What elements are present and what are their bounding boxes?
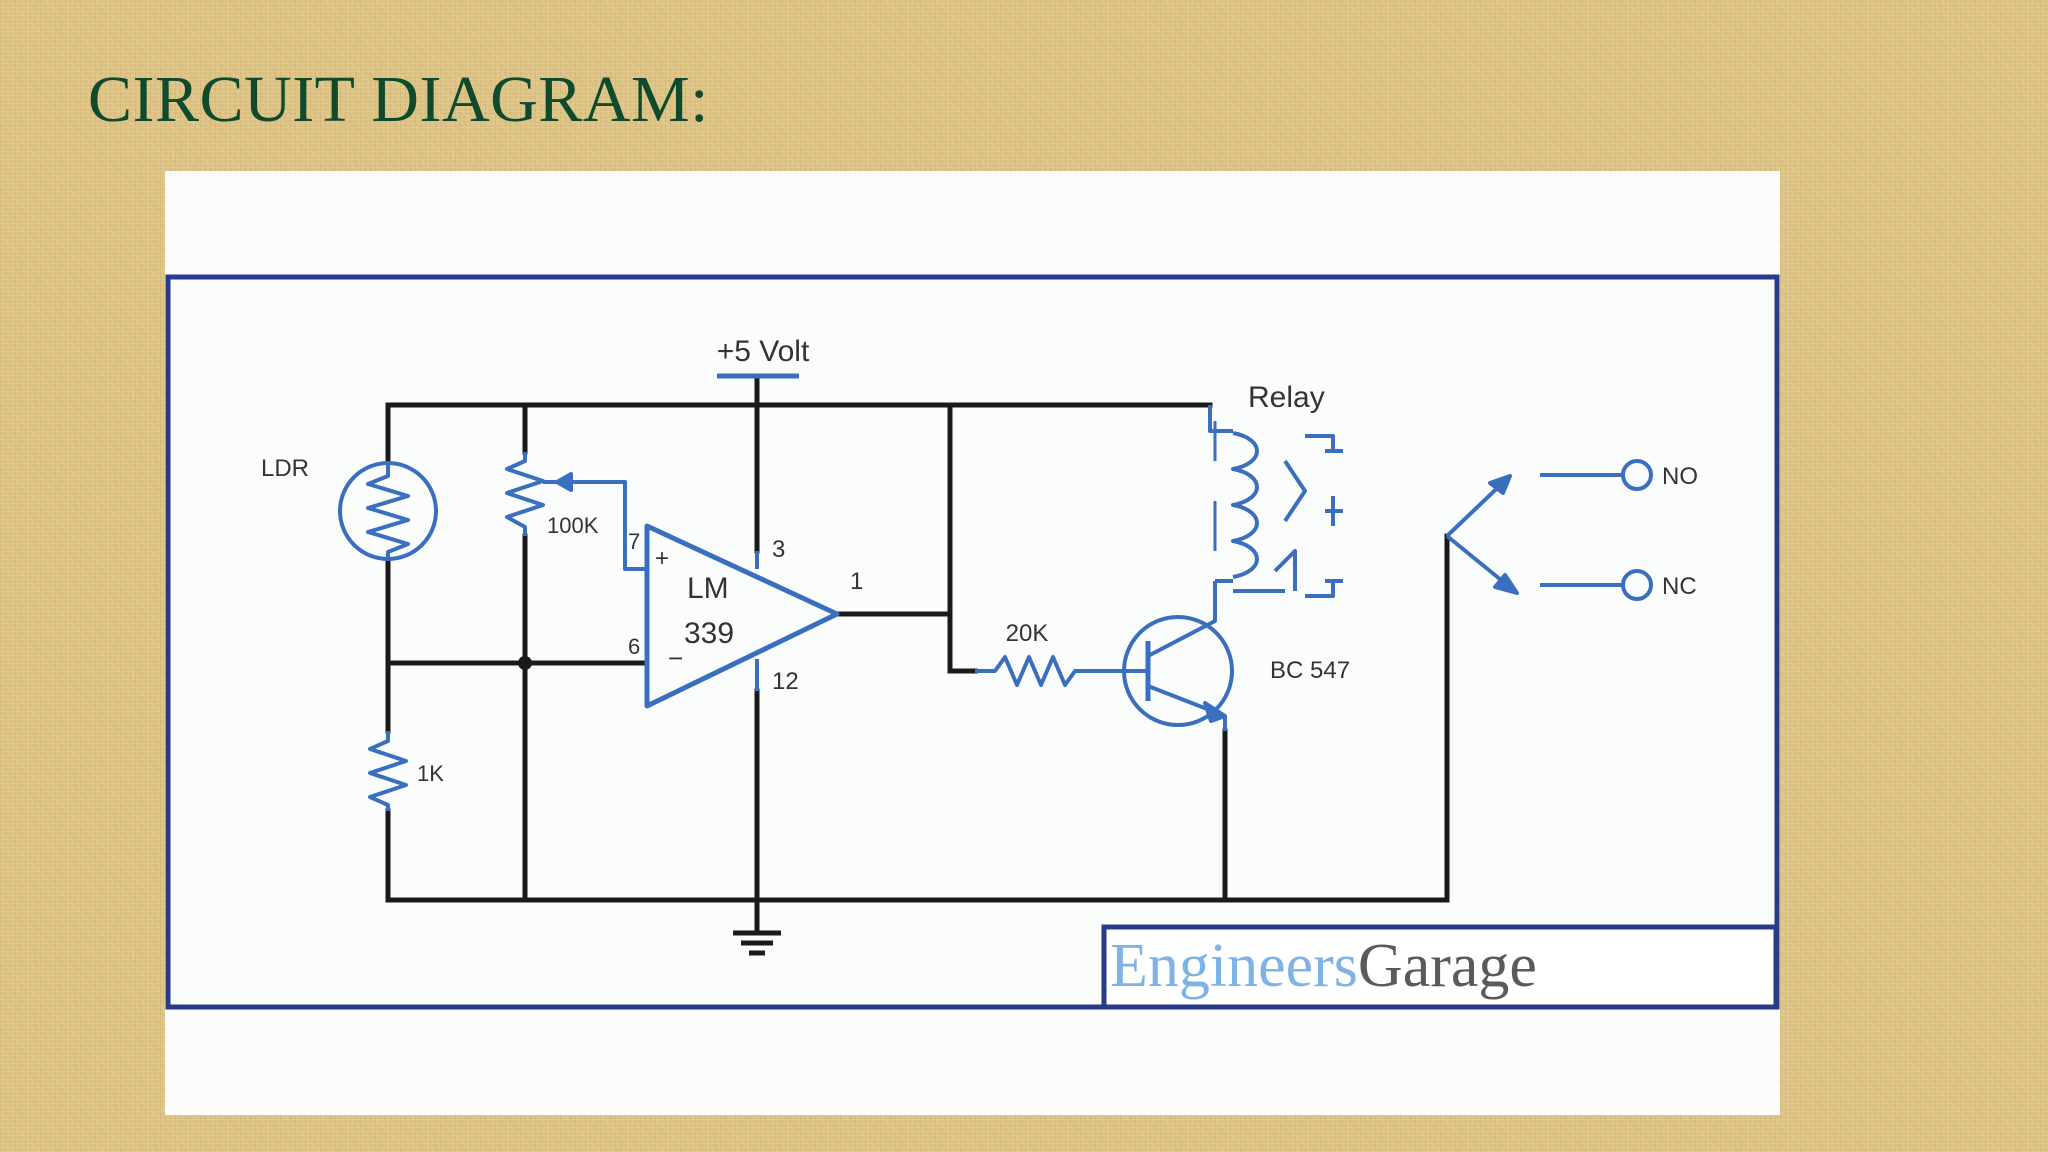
ground-symbol bbox=[733, 930, 781, 956]
ldr-label: LDR bbox=[261, 455, 309, 482]
noninverting-input-label: + bbox=[655, 545, 669, 572]
opamp-triangle bbox=[644, 523, 840, 709]
relay-contact-lower-arm bbox=[1273, 549, 1297, 591]
r2-zigzag bbox=[975, 655, 1102, 687]
supply-label: +5 Volt bbox=[717, 335, 810, 368]
pot-wiper-wire bbox=[543, 480, 647, 571]
r2-label: 20K bbox=[1006, 620, 1049, 647]
switch-arrow-nc bbox=[1493, 573, 1519, 595]
watermark-garage: Garage bbox=[1358, 932, 1537, 1000]
pin-3-label: 3 bbox=[772, 536, 785, 563]
transistor-emitter-arrow bbox=[1203, 701, 1227, 723]
watermark-box bbox=[1101, 924, 1779, 1010]
ldr-resistor-zigzag bbox=[366, 461, 410, 561]
pin-7-label: 7 bbox=[628, 529, 640, 554]
circuit-diagram-panel: +5 Volt LDR 100K 1K 7 + 6 − LM 339 3 12 … bbox=[165, 171, 1780, 1115]
inverting-input-label: − bbox=[668, 643, 683, 673]
slide-title: CIRCUIT DIAGRAM: bbox=[88, 63, 709, 136]
output-to-base-wire bbox=[947, 611, 978, 674]
nc-label: NC bbox=[1662, 573, 1697, 600]
no-label: NO bbox=[1662, 463, 1698, 490]
transistor-collector bbox=[1147, 581, 1217, 658]
relay-label: Relay bbox=[1248, 381, 1325, 414]
pot-wiper-arrow bbox=[555, 472, 573, 492]
opamp-label-line2: 339 bbox=[684, 617, 734, 650]
pin-1-label: 1 bbox=[850, 568, 863, 595]
nc-terminal bbox=[1621, 569, 1653, 601]
no-terminal bbox=[1621, 459, 1653, 491]
circuit-diagram: +5 Volt LDR 100K 1K 7 + 6 − LM 339 3 12 … bbox=[165, 274, 1780, 1010]
watermark-logo: EngineersGarage bbox=[1110, 932, 1537, 1000]
relay-coil-top-lead bbox=[1208, 405, 1233, 433]
circuit-components bbox=[338, 373, 1653, 811]
transistor-label: BC 547 bbox=[1270, 657, 1350, 684]
relay-contact-arm bbox=[1283, 459, 1307, 523]
relay-contact-top bbox=[1305, 434, 1343, 453]
pot-label: 100K bbox=[547, 513, 599, 538]
watermark-engineers: Engineers bbox=[1110, 932, 1358, 1000]
r1-label: 1K bbox=[417, 761, 444, 786]
r1-zigzag bbox=[368, 731, 408, 811]
diagram-frame bbox=[165, 274, 1780, 1010]
pin-12-label: 12 bbox=[772, 668, 799, 695]
junction-dot bbox=[518, 656, 532, 670]
relay-contact-mid bbox=[1325, 496, 1343, 526]
relay-coil bbox=[1231, 431, 1259, 579]
pot-zigzag bbox=[505, 452, 545, 536]
relay-contact-bottom bbox=[1305, 579, 1343, 598]
opamp-label-line1: LM bbox=[687, 572, 729, 605]
circuit-wires bbox=[385, 373, 1450, 934]
pin-6-label: 6 bbox=[628, 634, 640, 659]
switch-arrow-no bbox=[1488, 474, 1512, 495]
